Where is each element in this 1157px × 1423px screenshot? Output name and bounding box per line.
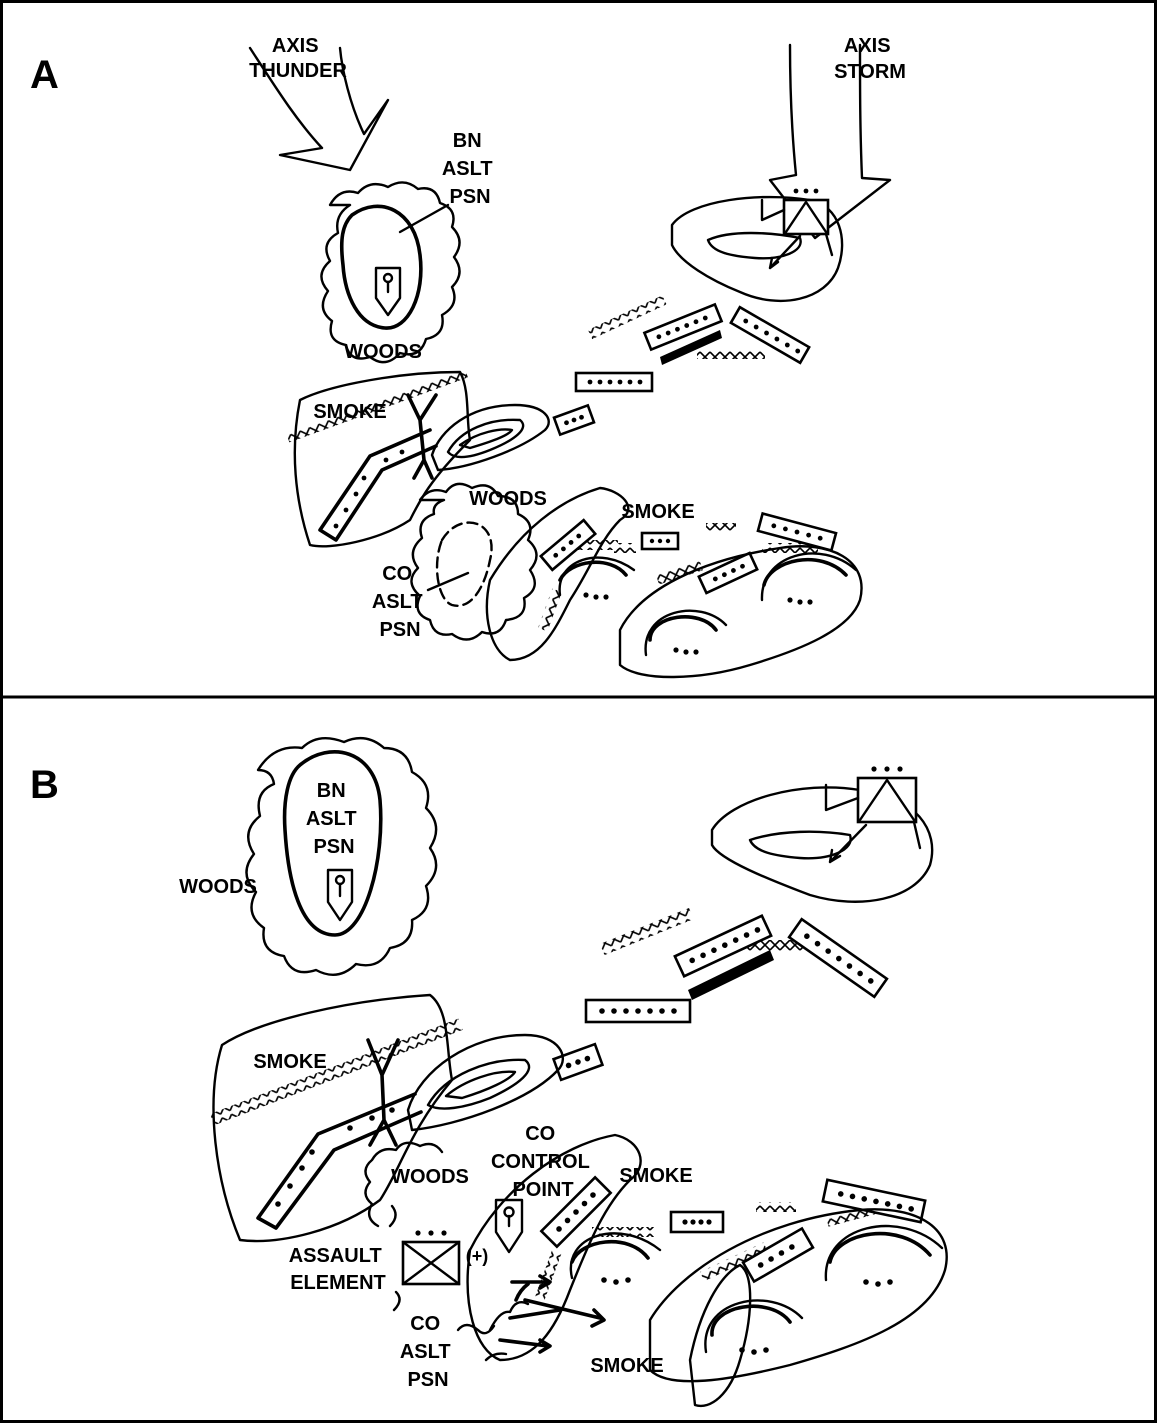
objective-hill-inner bbox=[708, 233, 801, 258]
minefield bbox=[576, 373, 652, 391]
smoke-area-lower bbox=[487, 488, 628, 660]
command-post-symbol-b bbox=[328, 870, 352, 920]
smoke-label-b-1: SMOKE bbox=[253, 1051, 326, 1073]
smoke-label-2: SMOKE bbox=[621, 501, 694, 523]
smoke-label-b-2: SMOKE bbox=[619, 1165, 692, 1187]
defensive-position bbox=[705, 1301, 802, 1355]
control-point-symbol bbox=[496, 1200, 522, 1252]
co-aslt-psn-label-b: CO ASLT PSN bbox=[400, 1313, 456, 1391]
reinforced-label: (+) bbox=[466, 1246, 489, 1266]
defensive-position bbox=[646, 611, 726, 655]
defensive-position bbox=[560, 558, 634, 600]
wire-obstacle bbox=[210, 1019, 463, 1126]
wire-obstacle bbox=[656, 561, 703, 585]
panel-b: B BN ASLT PSN WOODS bbox=[30, 738, 947, 1406]
minefield bbox=[671, 1212, 723, 1232]
objective-hill-inner-b bbox=[750, 832, 851, 859]
assault-element-bracket bbox=[390, 1206, 400, 1310]
smoke-label-b-3: SMOKE bbox=[590, 1355, 663, 1377]
co-aslt-psn-area bbox=[437, 523, 492, 606]
minefield bbox=[586, 1000, 690, 1022]
wire-obstacle bbox=[600, 908, 694, 955]
woods-label-b-1: WOODS bbox=[179, 876, 257, 898]
defensive-position bbox=[826, 1226, 942, 1287]
minefield bbox=[789, 919, 887, 997]
minefield bbox=[554, 405, 594, 434]
enemy-company-symbol-b bbox=[826, 766, 920, 862]
panel-a-letter: A bbox=[30, 53, 59, 97]
enemy-company-symbol bbox=[762, 189, 832, 268]
co-aslt-psn-leader bbox=[428, 573, 468, 590]
woods-label-b-2: WOODS bbox=[391, 1166, 469, 1188]
assault-element-label: ASSAULT ELEMENT bbox=[289, 1245, 388, 1294]
command-post-symbol bbox=[376, 268, 400, 315]
minefield bbox=[642, 533, 678, 549]
wire-obstacle bbox=[706, 523, 736, 533]
defensive-position bbox=[571, 1233, 660, 1284]
wire-obstacle bbox=[538, 589, 562, 632]
co-control-point-label: CO CONTROL POINT bbox=[491, 1123, 595, 1201]
assault-element-symbol bbox=[403, 1230, 459, 1284]
bn-aslt-psn-label: BN ASLT PSN bbox=[442, 130, 498, 208]
panel-a: A AXIS THUNDER AXIS STORM BN ASLT PSN WO… bbox=[30, 35, 906, 677]
panel-b-letter: B bbox=[30, 763, 59, 807]
road-minefield bbox=[320, 430, 436, 540]
hill-contour-outer-b bbox=[408, 1035, 563, 1130]
bn-aslt-psn-label-b: BN ASLT PSN bbox=[306, 780, 362, 858]
road-minefield-b bbox=[258, 1094, 421, 1228]
wire-obstacle bbox=[614, 543, 636, 553]
woods-label-1: WOODS bbox=[344, 341, 422, 363]
smoke-area-outline-b bbox=[214, 995, 452, 1241]
defensive-position bbox=[762, 554, 856, 605]
smoke-area-bottom-b bbox=[690, 1265, 750, 1406]
smoke-label-1: SMOKE bbox=[313, 401, 386, 423]
axis-storm-label: AXIS STORM bbox=[834, 35, 906, 83]
axis-thunder-label: AXIS THUNDER bbox=[249, 35, 347, 82]
wire-obstacle bbox=[697, 349, 765, 359]
co-aslt-psn-label: CO ASLT PSN bbox=[372, 563, 428, 641]
woods-label-2: WOODS bbox=[469, 488, 547, 510]
wire-obstacle bbox=[756, 1202, 796, 1212]
